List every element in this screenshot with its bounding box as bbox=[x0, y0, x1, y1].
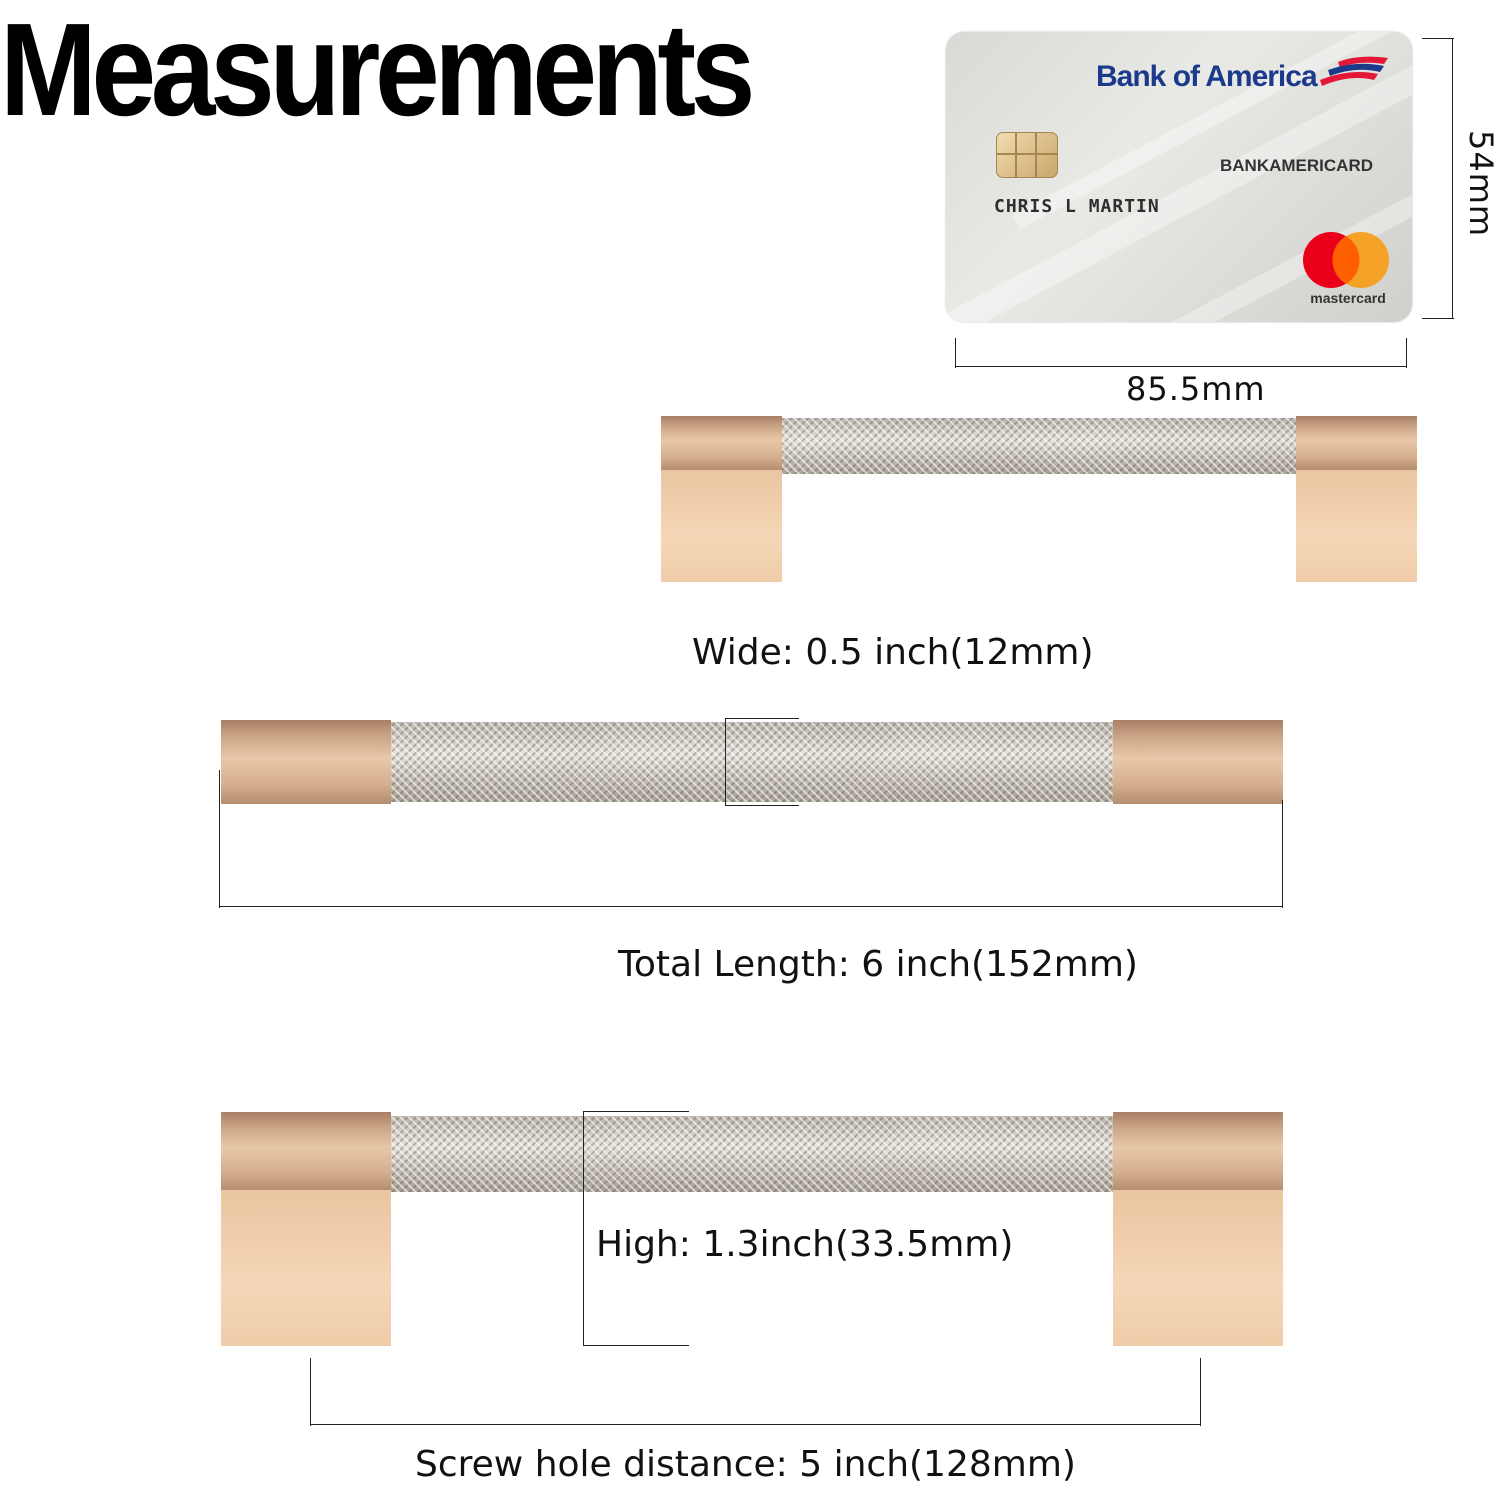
handle-left-cap bbox=[661, 416, 782, 470]
bank-name: Bank of America bbox=[1096, 60, 1318, 93]
card-width-dim-line bbox=[955, 366, 1407, 367]
high-callout-bottom bbox=[583, 1345, 689, 1346]
wide-callout-line bbox=[725, 718, 726, 806]
card-width-dim-left bbox=[955, 338, 956, 368]
handle-bar bbox=[781, 418, 1297, 474]
chip-icon bbox=[996, 132, 1058, 178]
mastercard-icon bbox=[1303, 232, 1389, 288]
credit-card: Bank of America BANKAMERICARD CHRIS L MA… bbox=[946, 32, 1412, 322]
total-length-dim-right bbox=[1282, 800, 1283, 908]
wide-callout-bottom bbox=[725, 805, 799, 806]
handle-side-view bbox=[221, 1112, 1283, 1346]
total-length-dim-left bbox=[219, 770, 220, 908]
card-height-label: 54mm bbox=[1462, 130, 1500, 238]
card-height-dim-line bbox=[1452, 38, 1453, 318]
wide-callout-top bbox=[725, 718, 799, 719]
high-label: High: 1.3inch(33.5mm) bbox=[596, 1224, 1014, 1265]
handle-right-foot bbox=[1113, 1190, 1283, 1346]
high-callout-line bbox=[583, 1111, 584, 1346]
screw-dim-line bbox=[310, 1424, 1201, 1425]
wide-label: Wide: 0.5 inch(12mm) bbox=[692, 632, 1094, 673]
card-height-dim-top bbox=[1422, 38, 1454, 39]
card-holder-name: CHRIS L MARTIN bbox=[994, 196, 1160, 217]
handle-left-cap bbox=[221, 1112, 391, 1190]
card-type: BANKAMERICARD bbox=[1220, 156, 1373, 175]
card-height-dim-bottom bbox=[1422, 318, 1454, 319]
card-width-dim-right bbox=[1406, 338, 1407, 368]
screw-dim-right bbox=[1200, 1358, 1201, 1426]
handle-left-cap bbox=[221, 720, 391, 804]
handle-right-foot bbox=[1296, 470, 1417, 582]
handle-left-foot bbox=[221, 1190, 391, 1346]
handle-right-cap bbox=[1113, 1112, 1283, 1190]
handle-right-cap bbox=[1113, 720, 1283, 804]
screw-hole-label: Screw hole distance: 5 inch(128mm) bbox=[415, 1444, 1076, 1485]
bank-flag-icon bbox=[1320, 56, 1388, 86]
total-length-label: Total Length: 6 inch(152mm) bbox=[618, 944, 1138, 985]
card-width-label: 85.5mm bbox=[1126, 370, 1266, 408]
handle-right-cap bbox=[1296, 416, 1417, 470]
screw-dim-left bbox=[310, 1358, 311, 1426]
handle-left-foot bbox=[661, 470, 782, 582]
mastercard-label: mastercard bbox=[1310, 290, 1386, 306]
page-title: Measurements bbox=[0, 0, 755, 143]
high-callout-top bbox=[583, 1111, 689, 1112]
handle-bar bbox=[389, 1116, 1115, 1192]
handle-bar bbox=[389, 722, 1115, 802]
handle-top-view bbox=[221, 720, 1283, 806]
handle-front-view bbox=[661, 416, 1417, 582]
total-length-dim-line bbox=[219, 906, 1283, 907]
